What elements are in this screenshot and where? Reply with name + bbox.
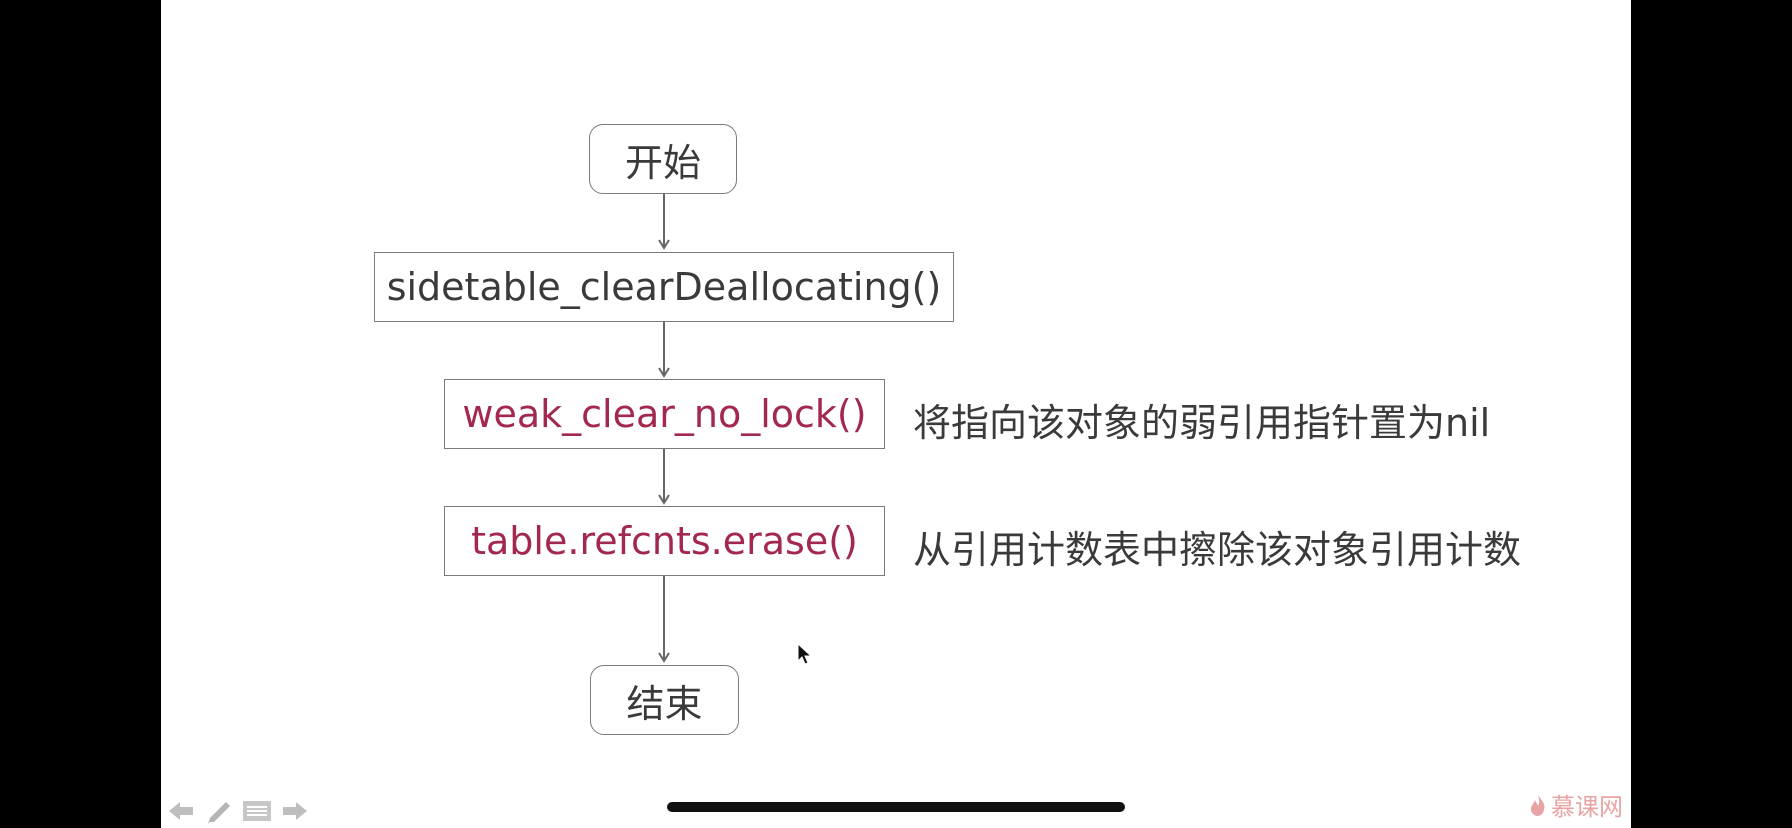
flow-end-node: 结束 — [590, 665, 739, 735]
home-indicator[interactable] — [667, 802, 1125, 812]
mouse-pointer-icon — [797, 643, 813, 665]
menu-icon[interactable] — [241, 798, 273, 824]
watermark-text: 慕课网 — [1551, 793, 1623, 821]
flow-step-sidetable: sidetable_clearDeallocating() — [374, 252, 954, 322]
refcnts-erase-annotation: 从引用计数表中擦除该对象引用计数 — [913, 528, 1522, 572]
pen-icon[interactable] — [203, 798, 235, 824]
flow-arrows — [658, 194, 670, 663]
flow-end-label: 结束 — [626, 681, 703, 726]
flow-start-node: 开始 — [589, 124, 737, 194]
flow-step-refcnts-erase: table.refcnts.erase() — [444, 506, 885, 576]
slide-toolbar — [165, 798, 311, 824]
flame-logo-icon — [1531, 794, 1545, 816]
flow-step-weak-clear-label: weak_clear_no_lock() — [462, 392, 867, 436]
weak-clear-annotation: 将指向该对象的弱引用指针置为nil — [913, 401, 1491, 445]
flow-step-sidetable-label: sidetable_clearDeallocating() — [386, 265, 942, 309]
arrow-right-icon[interactable] — [279, 798, 311, 824]
arrow-left-icon[interactable] — [165, 798, 197, 824]
flow-start-label: 开始 — [624, 140, 701, 185]
brand-watermark: 慕课网 — [1528, 787, 1623, 822]
flow-step-weak-clear: weak_clear_no_lock() — [444, 379, 885, 449]
slide-canvas: 开始 sidetable_clearDeallocating() weak_cl… — [161, 0, 1631, 828]
flow-step-refcnts-erase-label: table.refcnts.erase() — [471, 519, 858, 563]
